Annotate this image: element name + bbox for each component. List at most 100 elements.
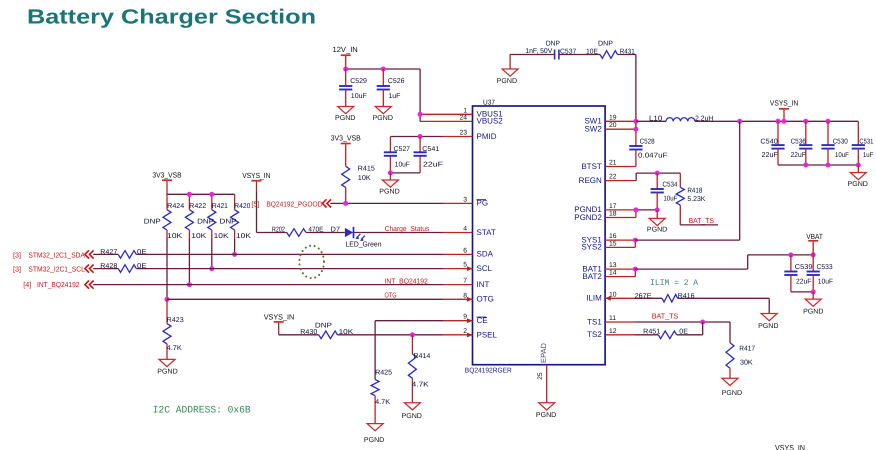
svg-text:VSYS_IN: VSYS_IN <box>775 443 805 450</box>
svg-text:10K: 10K <box>236 233 251 240</box>
svg-text:18: 18 <box>609 211 617 218</box>
svg-text:R420: R420 <box>234 203 250 210</box>
svg-text:VSYS_IN: VSYS_IN <box>770 98 798 107</box>
svg-text:R423: R423 <box>167 317 184 324</box>
svg-text:267E: 267E <box>635 293 652 300</box>
svg-text:BQ24192RGER: BQ24192RGER <box>465 368 512 375</box>
svg-text:BTST: BTST <box>581 162 602 171</box>
svg-text:C536: C536 <box>791 138 806 145</box>
svg-text:U37: U37 <box>483 100 495 107</box>
svg-text:22uF: 22uF <box>762 152 778 159</box>
svg-text:STAT: STAT <box>477 228 496 237</box>
svg-text:10uF: 10uF <box>663 196 677 203</box>
svg-text:10uF: 10uF <box>835 152 849 159</box>
svg-text:10uF: 10uF <box>395 161 410 168</box>
svg-text:PGND: PGND <box>157 369 177 376</box>
svg-text:VBUS2: VBUS2 <box>477 117 504 126</box>
svg-text:BAT_TS: BAT_TS <box>689 216 715 225</box>
svg-text:OTG: OTG <box>385 290 397 299</box>
svg-text:22: 22 <box>609 174 617 181</box>
svg-text:10K: 10K <box>191 233 206 240</box>
svg-text:DNP: DNP <box>197 219 214 226</box>
svg-text:DNP: DNP <box>546 41 560 48</box>
svg-text:9: 9 <box>463 314 467 321</box>
svg-text:INT_BQ24192: INT_BQ24192 <box>37 280 80 289</box>
svg-text:I2C ADDRESS: 0x6B: I2C ADDRESS: 0x6B <box>153 406 251 417</box>
svg-text:24: 24 <box>459 114 467 121</box>
svg-text:2: 2 <box>463 328 467 335</box>
svg-text:VBAT: VBAT <box>806 232 823 241</box>
svg-text:10uF: 10uF <box>351 93 367 100</box>
svg-text:6: 6 <box>463 247 467 254</box>
svg-text:C527: C527 <box>394 146 411 153</box>
svg-text:11: 11 <box>609 315 616 322</box>
svg-text:PSEL: PSEL <box>477 330 498 339</box>
svg-text:C526: C526 <box>388 78 405 85</box>
svg-text:23: 23 <box>459 130 467 137</box>
svg-text:R425: R425 <box>375 370 392 377</box>
svg-text:TS2: TS2 <box>587 330 602 339</box>
svg-text:22uF: 22uF <box>423 161 443 168</box>
svg-text:10K: 10K <box>167 233 182 240</box>
svg-text:R417: R417 <box>739 346 755 353</box>
svg-text:17: 17 <box>609 203 617 210</box>
svg-text:SCL: SCL <box>477 264 493 273</box>
svg-text:C534: C534 <box>663 182 678 189</box>
svg-text:10: 10 <box>609 291 617 298</box>
svg-text:15: 15 <box>609 240 617 247</box>
svg-text:VSYS_IN: VSYS_IN <box>264 312 295 321</box>
svg-text:[5]: [5] <box>251 199 259 208</box>
svg-text:19: 19 <box>609 114 617 121</box>
svg-text:R451: R451 <box>643 328 660 335</box>
svg-text:C539: C539 <box>795 264 813 271</box>
svg-text:PGND1: PGND1 <box>574 205 602 214</box>
svg-text:DNP: DNP <box>598 41 613 48</box>
svg-text:PGND: PGND <box>379 189 399 196</box>
svg-text:C540: C540 <box>760 138 778 145</box>
svg-text:C530: C530 <box>833 138 848 145</box>
svg-text:R422: R422 <box>189 203 206 210</box>
svg-text:16: 16 <box>609 233 617 240</box>
svg-text:R414: R414 <box>413 353 430 360</box>
svg-text:14: 14 <box>609 270 617 277</box>
svg-text:C537: C537 <box>560 49 576 56</box>
svg-text:0E: 0E <box>137 249 147 256</box>
svg-text:OTG: OTG <box>477 295 494 304</box>
svg-text:EPAD: EPAD <box>539 342 548 362</box>
svg-text:0E: 0E <box>679 328 688 335</box>
svg-text:1uF: 1uF <box>863 152 874 159</box>
svg-text:Battery Charger Section: Battery Charger Section <box>27 5 316 28</box>
svg-text:TS1: TS1 <box>587 317 602 326</box>
svg-text:5: 5 <box>463 262 467 269</box>
svg-text:SW1: SW1 <box>584 117 602 126</box>
svg-text:VBUS1: VBUS1 <box>477 110 504 119</box>
svg-text:BAT2: BAT2 <box>582 272 602 281</box>
svg-text:PGND: PGND <box>647 227 667 234</box>
svg-text:SYS2: SYS2 <box>581 243 602 252</box>
svg-text:3V3_VSB: 3V3_VSB <box>152 171 181 180</box>
svg-text:7: 7 <box>463 278 467 285</box>
svg-text:DNP: DNP <box>315 322 332 329</box>
svg-text:12: 12 <box>609 328 617 335</box>
svg-text:PGND2: PGND2 <box>574 213 602 222</box>
svg-text:10K: 10K <box>339 329 354 336</box>
svg-text:22uF: 22uF <box>791 152 806 159</box>
svg-text:10uF: 10uF <box>818 278 833 285</box>
svg-text:DNP: DNP <box>144 219 161 226</box>
svg-text:3: 3 <box>463 196 467 203</box>
svg-text:DNP: DNP <box>220 219 237 226</box>
svg-text:C531: C531 <box>859 138 873 145</box>
svg-text:CE: CE <box>477 316 488 325</box>
svg-text:R424: R424 <box>167 203 184 210</box>
svg-text:R418: R418 <box>687 188 702 195</box>
svg-text:INT: INT <box>477 280 490 289</box>
svg-text:ILIM = 2 A: ILIM = 2 A <box>650 278 699 288</box>
svg-text:ILIM: ILIM <box>586 294 602 303</box>
svg-text:[3]: [3] <box>13 265 21 274</box>
svg-text:BAT_TS: BAT_TS <box>652 312 679 321</box>
svg-text:PGND: PGND <box>803 309 823 316</box>
svg-text:1uF: 1uF <box>388 93 400 100</box>
svg-text:10K: 10K <box>214 233 229 240</box>
svg-text:Charge_Status: Charge_Status <box>385 224 430 233</box>
svg-text:R430: R430 <box>300 329 317 336</box>
